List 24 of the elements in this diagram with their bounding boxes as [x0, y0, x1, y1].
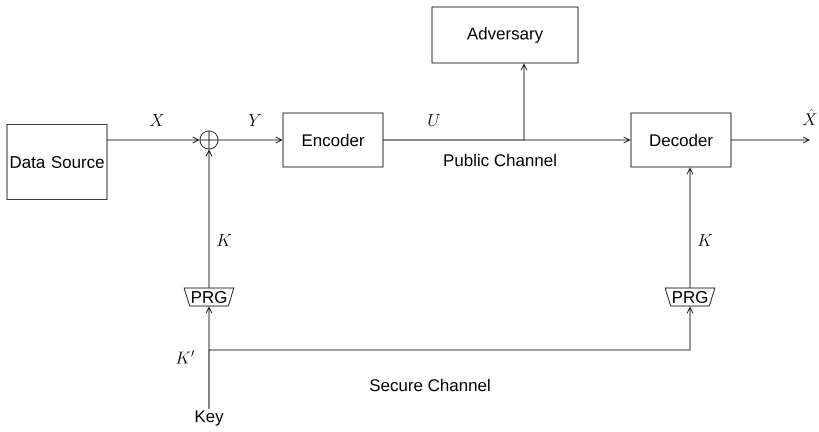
arrow [686, 167, 694, 288]
arrow [206, 149, 212, 288]
process-box: Adversary [432, 6, 578, 64]
edge-label: $K'$ [176, 350, 194, 364]
edge-label: $\hat{X}$ [802, 108, 817, 126]
input-label: Key [196, 410, 224, 426]
generator-trapezoid: PRG [664, 288, 716, 306]
arrow [383, 63, 528, 140]
channel-label: Secure Channel [370, 378, 490, 392]
arrow [731, 136, 810, 144]
xor-circle [200, 130, 218, 150]
process-box: Data Source [6, 124, 108, 200]
process-box: Encoder [282, 112, 384, 168]
edge-label: $K$ [217, 234, 232, 246]
channel-label: Public Channel [444, 154, 556, 166]
edge-label: $X$ [150, 114, 164, 126]
edge-label: $K$ [698, 234, 712, 246]
arrow [107, 136, 200, 144]
generator-trapezoid: PRG [184, 288, 234, 306]
edge-label: $U$ [428, 114, 440, 126]
edge-label: $Y$ [248, 114, 262, 126]
arrow [218, 136, 283, 144]
arrow [208, 306, 694, 410]
process-box: Decoder [630, 112, 732, 168]
